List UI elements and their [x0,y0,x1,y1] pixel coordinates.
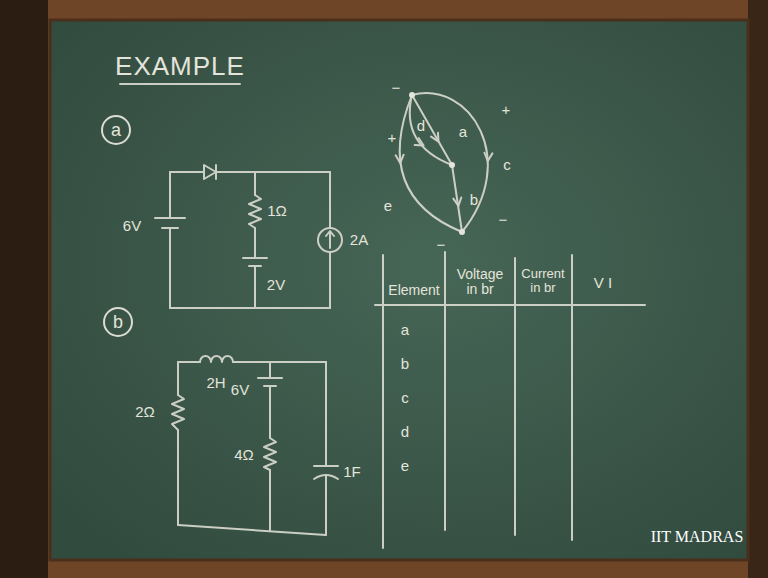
graph-branch [452,165,462,232]
resistance-value: 4Ω [234,447,254,464]
table-cell: a [401,322,409,339]
graph-branch [410,95,452,165]
circuit-tag: a [101,115,131,145]
diode-symbol [204,165,216,179]
wire [169,172,171,218]
current-arrow [329,232,331,248]
polarity-sign: + [502,102,511,119]
capacitor-symbol [314,465,338,467]
graph-node [449,162,455,168]
title-underline [120,83,240,85]
resistor-symbol [172,395,184,430]
table-cell: c [401,390,409,407]
resistor-symbol [249,195,261,228]
current-value: 2A [350,232,368,249]
wire [178,361,200,363]
wire [170,171,204,173]
current-source-symbol [318,228,342,252]
graph-branch [400,95,462,232]
branch-name: a [459,124,467,141]
polarity-sign: − [437,237,446,254]
frame-shadow [0,0,48,578]
table-cell: d [401,424,409,441]
battery-symbol [258,377,282,379]
wire [177,430,179,525]
frame-shadow [748,0,768,578]
table-header: V I [594,275,612,292]
wire [329,172,331,228]
table-header: Element [388,283,439,298]
branch-arrow [415,138,426,149]
branch-name: b [470,192,478,209]
table-header: Current in br [517,267,569,296]
resistance-value: 2Ω [135,404,155,421]
table-cell: b [401,356,409,373]
circled-letter: a [111,121,121,139]
polarity-sign: − [499,212,508,229]
wire [254,266,256,308]
wire [269,470,271,531]
wire [216,171,330,173]
wire [233,361,326,363]
polarity-sign: + [388,130,397,147]
battery-symbol [243,257,267,259]
circled-letter: b [113,313,123,331]
graph-node [409,92,415,98]
voltage-value: 2V [267,277,285,294]
watermark: IIT MADRAS [647,528,747,546]
wire [254,172,256,195]
table-cell: e [401,458,409,475]
polarity-sign: − [392,80,401,97]
wire [169,228,171,308]
branch-name: c [503,157,511,174]
wire [177,362,179,395]
circuit-graph [396,93,493,232]
wire [254,228,256,258]
wire [269,386,271,438]
current-arrow [326,231,334,236]
branch-arrow [484,153,493,162]
branch-name: d [417,118,425,135]
wire [170,307,330,309]
branch-arrow [453,197,462,206]
circuit-b [172,356,338,535]
wire [325,362,327,466]
title-text: EXAMPLE [115,52,245,81]
voltage-value: 6V [231,382,249,399]
circuit-a [155,165,342,308]
circuit-tag: b [103,307,133,337]
resistance-value: 1Ω [267,203,287,220]
branch-arrow [431,133,442,144]
battery-symbol [155,217,185,219]
graph-nodes [409,92,465,235]
voltage-value: 6V [123,218,141,235]
wire [325,475,327,535]
inductance-value: 2H [206,375,225,392]
table-grid [375,252,645,548]
inductor-symbol [200,356,233,362]
capacitance-value: 1F [343,464,361,481]
graph-branch [412,93,488,232]
branch-name: e [384,198,392,215]
resistor-symbol [264,438,276,470]
wire [178,525,326,535]
wire [329,252,331,308]
graph-node [459,229,465,235]
table-header: Voltage in br [450,267,510,298]
branch-arrow [396,155,405,164]
chalkboard [50,20,748,560]
wire [269,362,271,378]
